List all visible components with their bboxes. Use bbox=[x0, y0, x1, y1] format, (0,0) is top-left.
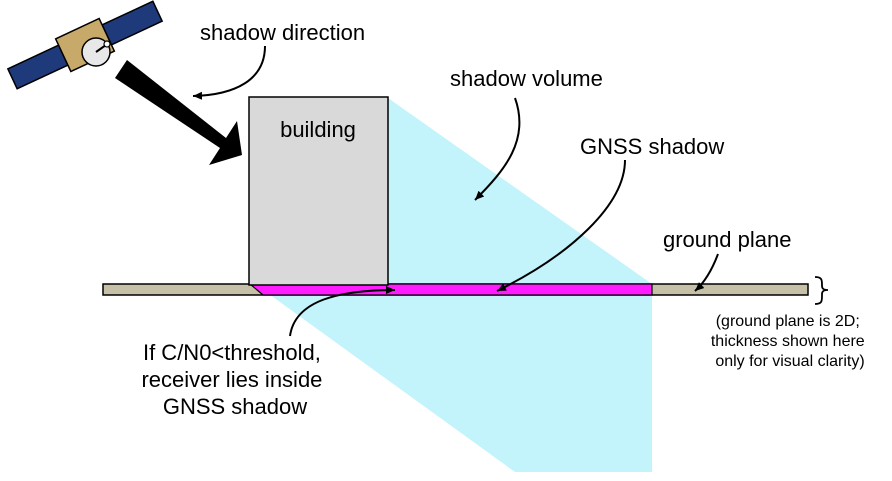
building-label: building bbox=[280, 117, 356, 142]
thickness-brace bbox=[814, 276, 829, 305]
receiver-callout bbox=[289, 286, 396, 337]
ground-note-line: only for visual clarity) bbox=[715, 353, 864, 370]
shadow-volume-callout bbox=[474, 97, 521, 201]
ground-plane-label: ground plane bbox=[663, 227, 791, 252]
shadow-direction-arrow bbox=[115, 60, 242, 165]
ground-plane-callout bbox=[694, 253, 719, 292]
building bbox=[248, 96, 389, 286]
receiver-note-line: receiver lies inside bbox=[141, 367, 322, 392]
receiver-note-line: If C/N0<threshold, bbox=[143, 340, 321, 365]
shadow-direction-callout bbox=[192, 45, 266, 100]
gnss-shadow-label: GNSS shadow bbox=[580, 134, 724, 159]
satellite-icon bbox=[6, 0, 164, 90]
shadow-direction-label: shadow direction bbox=[200, 20, 365, 45]
ground-note-line: thickness shown here bbox=[711, 333, 865, 350]
gnss-shadow-callout bbox=[496, 159, 626, 292]
receiver-note-line: GNSS shadow bbox=[163, 394, 307, 419]
shadow-volume-label: shadow volume bbox=[450, 66, 603, 91]
ground-note-line: (ground plane is 2D; bbox=[716, 313, 860, 330]
receiver-note: If C/N0<threshold, receiver lies inside … bbox=[141, 340, 328, 419]
ground-plane-note: (ground plane is 2D; thickness shown her… bbox=[711, 313, 869, 370]
